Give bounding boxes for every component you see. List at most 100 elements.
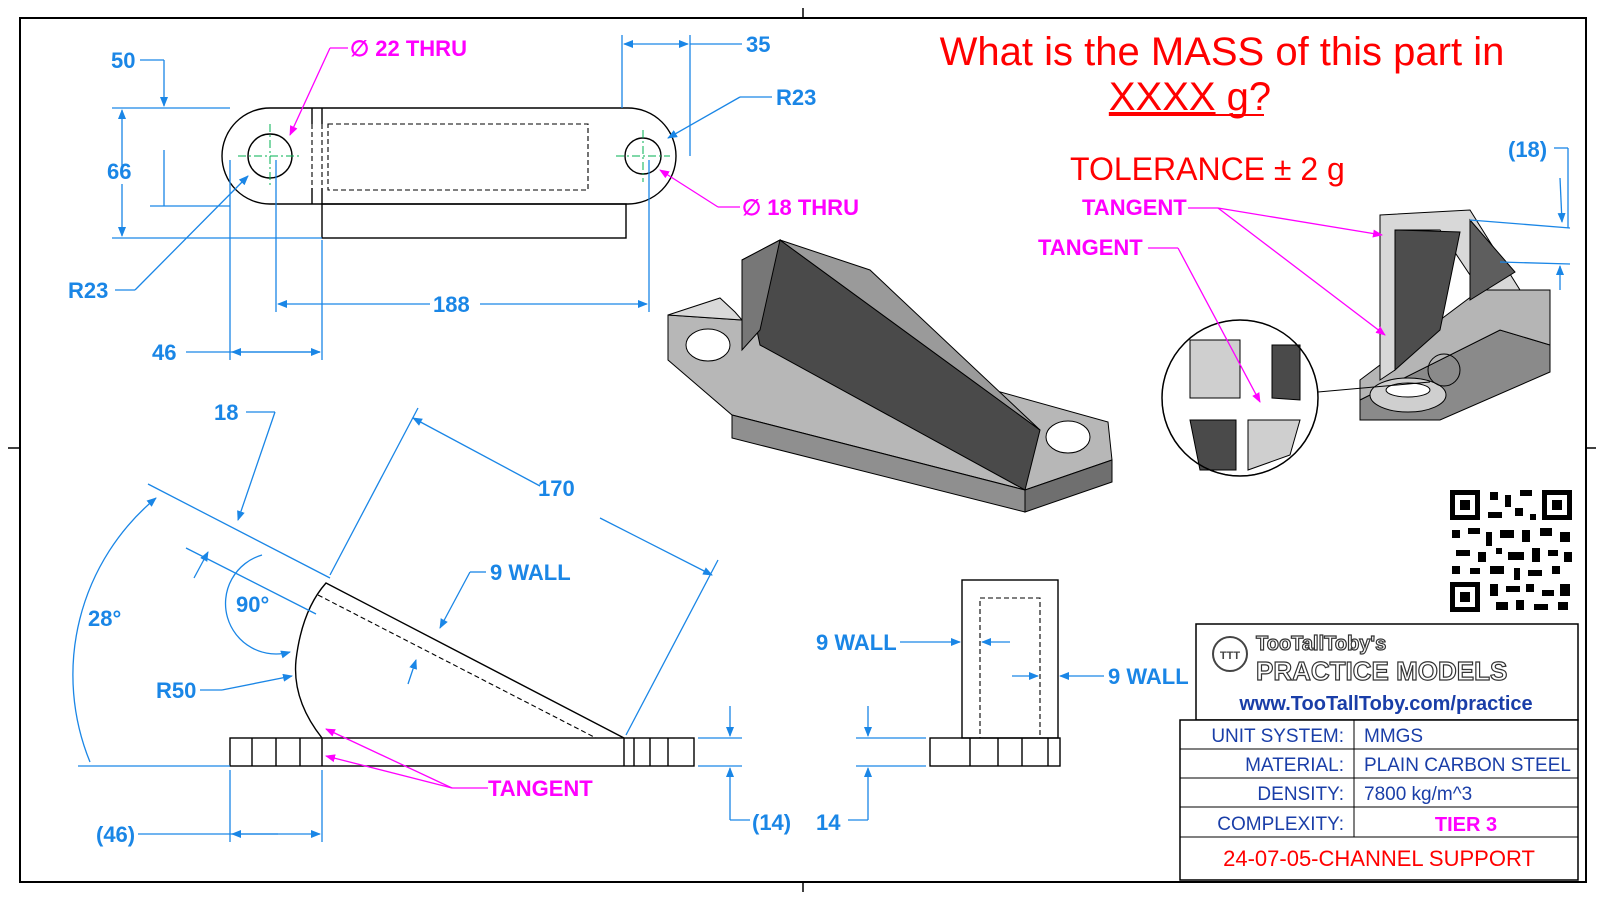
wall-note-side-left: 9 WALL xyxy=(816,630,897,655)
front-profile xyxy=(294,582,625,739)
detail-channel-inner-2 xyxy=(1469,218,1516,301)
magnified-face xyxy=(1271,344,1301,401)
mass-placeholder: XXXX xyxy=(1109,75,1216,119)
side-hidden-channel xyxy=(979,597,1041,739)
top-view-outline xyxy=(221,107,677,205)
brand-logo-text: TTT xyxy=(1220,650,1240,662)
side-view: 9 WALL 9 WALL 14 xyxy=(816,579,1189,835)
iso-detail-annotations: TANGENT TANGENT (18) xyxy=(1038,137,1571,403)
dim-18-reference: (18) xyxy=(1508,137,1547,162)
detail-callout-circle xyxy=(1427,353,1461,387)
leader xyxy=(221,673,293,691)
top-view: 66 50 ∅ 22 THRU 35 R23 ∅ 18 THRU R23 xyxy=(68,32,859,365)
magnified-face xyxy=(1189,419,1237,471)
iso-ear-left xyxy=(667,297,744,321)
magnified-face xyxy=(1189,339,1241,399)
dim-50: 50 xyxy=(111,48,135,73)
question-line-2: XXXX g? xyxy=(1109,75,1271,119)
dimension-line xyxy=(237,411,276,521)
leader xyxy=(439,571,471,629)
material-value: PLAIN CARBON STEEL xyxy=(1364,755,1571,776)
complexity-value: TIER 3 xyxy=(1435,814,1497,836)
qr-modules xyxy=(1452,490,1572,610)
angle-arc xyxy=(72,497,157,763)
tangent-note-1: TANGENT xyxy=(1082,195,1187,220)
side-base xyxy=(929,737,1061,767)
magnified-border xyxy=(1161,319,1319,477)
dim-46-reference: (46) xyxy=(96,822,135,847)
iso-base-end xyxy=(1024,459,1113,513)
dim-35: 35 xyxy=(746,32,770,57)
unit-system-label: UNIT SYSTEM: xyxy=(1211,726,1344,747)
leader xyxy=(289,47,331,136)
tangent-note-2: TANGENT xyxy=(1038,235,1143,260)
radius-right: R23 xyxy=(776,85,816,110)
tangent-note-front: TANGENT xyxy=(488,776,593,801)
top-view-flange xyxy=(321,203,627,239)
density-label: DENSITY: xyxy=(1257,784,1344,805)
iso-detail-view xyxy=(1161,209,1551,477)
large-hole-callout: ∅ 22 THRU xyxy=(350,36,467,61)
title-block: UNIT SYSTEM: MMGS MATERIAL: PLAIN CARBON… xyxy=(1179,719,1579,881)
material-label: MATERIAL: xyxy=(1245,755,1344,776)
dim-14: 14 xyxy=(816,810,841,835)
title-block-frame xyxy=(1179,719,1579,881)
leader xyxy=(1177,247,1261,403)
dim-66: 66 xyxy=(107,159,131,184)
angle-arc xyxy=(224,554,291,659)
angle-28: 28° xyxy=(88,606,121,631)
brand-block: TTT TooTallToby's PRACTICE MODELS www.To… xyxy=(1195,623,1579,721)
density-value: 7800 kg/m^3 xyxy=(1364,784,1472,805)
magnified-face xyxy=(1247,419,1301,471)
front-base-plate xyxy=(229,737,695,767)
extension-line xyxy=(329,407,419,576)
unit-system-value: MMGS xyxy=(1364,726,1423,747)
dimension-line xyxy=(599,517,713,576)
hidden-edge xyxy=(317,594,597,739)
complexity-label: COMPLEXITY: xyxy=(1217,814,1344,835)
iso-wedge-end xyxy=(741,239,781,352)
leader xyxy=(659,169,719,208)
detail-connector xyxy=(1317,381,1431,393)
iso-hole-left xyxy=(685,328,731,362)
dimension-line xyxy=(1557,177,1566,223)
qr-code[interactable] xyxy=(1446,486,1576,616)
dim-18: 18 xyxy=(214,400,238,425)
extension-line xyxy=(147,483,331,579)
question-line-1: What is the MASS of this part in xyxy=(940,30,1505,74)
extension-line xyxy=(1469,219,1571,229)
question-block: What is the MASS of this part in XXXX g?… xyxy=(940,30,1505,187)
detail-channel-inner xyxy=(1394,229,1461,372)
brand-name: TooTallToby's xyxy=(1256,633,1386,655)
iso-hole-right xyxy=(1045,420,1091,454)
dimension-line xyxy=(193,551,209,579)
wall-note-front: 9 WALL xyxy=(490,560,571,585)
detail-hole xyxy=(1385,382,1431,398)
leader xyxy=(407,659,417,685)
leader xyxy=(325,754,453,789)
dimension-line xyxy=(412,417,541,487)
isometric-view xyxy=(667,239,1113,513)
side-channel xyxy=(961,579,1059,739)
brand-tagline: PRACTICE MODELS xyxy=(1256,656,1507,686)
front-view: 170 18 9 WALL 28° 90° R50 TANGENT xyxy=(72,400,791,847)
iso-wedge-top xyxy=(779,239,1041,431)
leader xyxy=(667,96,741,139)
extension-line xyxy=(1499,261,1571,265)
brand-box xyxy=(1195,623,1579,721)
hidden-channel xyxy=(327,123,589,191)
small-hole-callout: ∅ 18 THRU xyxy=(742,195,859,220)
brand-url[interactable]: www.TooTallToby.com/practice xyxy=(1238,693,1532,715)
qr-finder xyxy=(1552,500,1562,510)
leader xyxy=(1217,207,1383,238)
leader xyxy=(134,175,249,291)
leader xyxy=(325,728,453,789)
brand-logo xyxy=(1212,636,1248,672)
radius-left: R23 xyxy=(68,278,108,303)
dim-170: 170 xyxy=(538,476,575,501)
part-name: 24-07-05-CHANNEL SUPPORT xyxy=(1223,846,1535,871)
extension-line xyxy=(625,559,719,736)
qr-finder xyxy=(1460,500,1470,510)
dim-14-reference: (14) xyxy=(752,810,791,835)
